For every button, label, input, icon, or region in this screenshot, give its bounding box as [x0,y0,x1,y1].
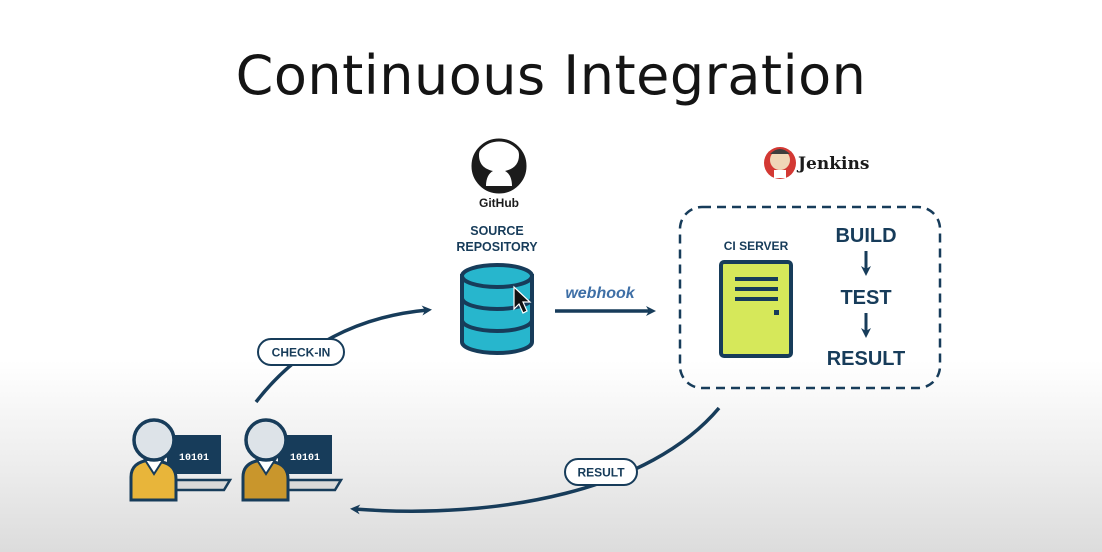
step-result: RESULT [827,348,906,370]
ci-server-label: CI SERVER [724,239,789,253]
checkin-arrow [254,305,432,404]
repository-label-line2: REPOSITORY [456,240,538,254]
server-icon [719,260,793,358]
result-label: RESULT [577,466,625,480]
page-title: Continuous Integration [235,44,867,107]
step-test: TEST [840,287,891,309]
jenkins-label: Jenkins [796,154,869,174]
step-build: BUILD [835,225,896,247]
developer-2: 10101 [241,418,344,502]
result-arrow [350,406,721,515]
checkin-label: CHECK-IN [272,346,331,360]
checkin-pill [257,338,345,366]
ci-server-box [678,205,942,390]
laptop-icon [278,435,332,474]
developer-1: 10101 [129,418,233,502]
laptop-icon [167,435,221,474]
jenkins-logo: Jenkins [764,147,869,179]
github-label: GitHub [479,196,519,210]
github-logo: GitHub [471,137,527,210]
result-pill [564,458,638,486]
laptop-screen-text: 10101 [290,453,320,464]
mouse-cursor-icon [513,285,532,314]
laptop-screen-text: 10101 [179,453,209,464]
webhook-label: webhook [565,285,635,302]
repository-label-line1: SOURCE [470,224,523,238]
